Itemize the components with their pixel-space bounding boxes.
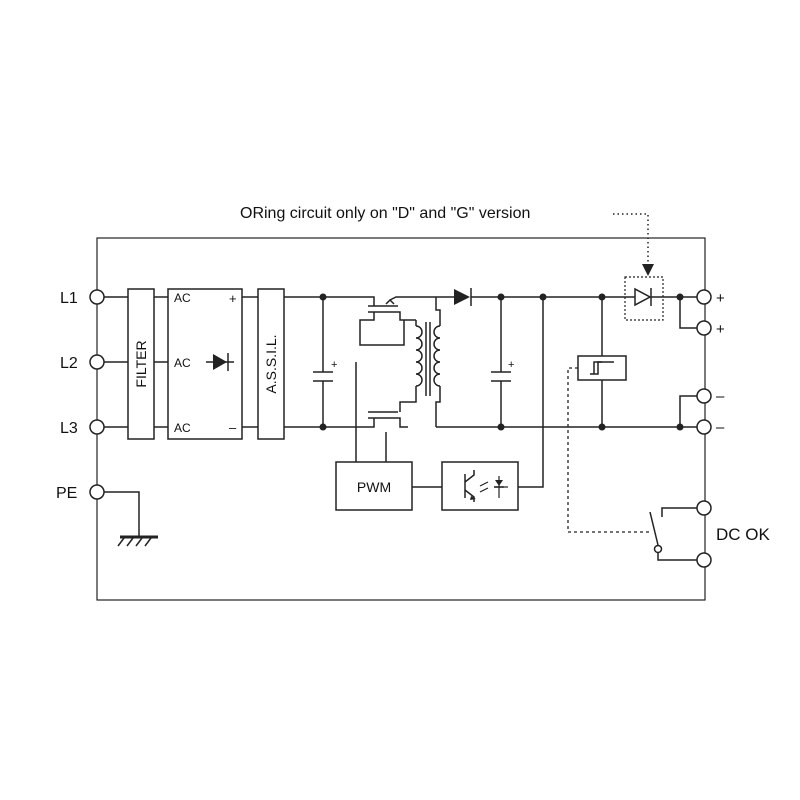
- terminal-out-minus-1: [696, 388, 712, 404]
- output-capacitor: [491, 297, 511, 427]
- terminal-label-l1: L1: [60, 290, 78, 307]
- terminal-label-l3: L3: [60, 420, 78, 437]
- out-plus-2-label: +: [716, 321, 725, 338]
- hysteresis-icon-2: [593, 361, 602, 374]
- terminal-l2: [89, 354, 105, 370]
- pwm-label: PWM: [357, 479, 391, 495]
- rectifier-ac-2: AC: [174, 356, 191, 370]
- relay-control-dashed: [567, 367, 650, 533]
- rectifier-diode-icon: [206, 353, 234, 371]
- enclosure-outline: [96, 237, 706, 601]
- output-diode-icon: [436, 288, 625, 306]
- out-minus-2-label: –: [716, 419, 725, 436]
- monitor-block: [577, 355, 627, 381]
- filter-label: FILTER: [133, 340, 149, 387]
- rectifier-block: [167, 288, 243, 440]
- terminal-pe: [89, 484, 105, 500]
- terminal-label-pe: PE: [56, 485, 77, 502]
- ground-symbol: [117, 535, 158, 547]
- wire-pe: [104, 491, 140, 536]
- feedback-wire: [518, 297, 544, 488]
- rectifier-minus: –: [229, 420, 237, 435]
- upper-mosfet-icon: [368, 296, 436, 321]
- oring-annotation: ORing circuit only on "D" and "G" versio…: [240, 205, 530, 222]
- terminal-dcok-1: [696, 500, 712, 516]
- oring-box: [624, 276, 664, 321]
- wire-out-minus2: [679, 395, 697, 427]
- oring-diode-icon: [625, 287, 697, 307]
- terminal-label-l2: L2: [60, 355, 78, 372]
- optocoupler-icon: [464, 470, 508, 502]
- oring-pointer-line: [613, 213, 654, 276]
- lower-mosfet-icon: [368, 401, 408, 428]
- assil-label: A.S.S.I.L.: [263, 334, 279, 393]
- transformer-secondary: [433, 297, 441, 427]
- terminal-out-plus-2: [696, 320, 712, 336]
- terminal-out-minus-2: [696, 419, 712, 435]
- assil-block: [257, 288, 285, 440]
- terminal-out-plus-1: [696, 289, 712, 305]
- rectifier-ac-1: AC: [174, 291, 191, 305]
- capacitor-1-plus: +: [331, 359, 337, 371]
- gate-wire-upper: [359, 312, 405, 346]
- wire-out-plus2: [679, 297, 697, 329]
- bulk-capacitor-1: [313, 297, 333, 427]
- pwm-block: [335, 461, 413, 511]
- rectifier-ac-3: AC: [174, 421, 191, 435]
- terminal-l1: [89, 289, 105, 305]
- terminal-dcok-2: [696, 552, 712, 568]
- transformer-primary: [408, 319, 423, 403]
- terminal-l3: [89, 419, 105, 435]
- filter-block: [127, 288, 155, 440]
- capacitor-2-plus: +: [508, 359, 514, 371]
- out-plus-1-label: +: [716, 290, 725, 307]
- out-minus-1-label: –: [716, 388, 725, 405]
- rectifier-plus: +: [229, 291, 237, 306]
- relay-contact-icon: [649, 507, 697, 561]
- dc-ok-label: DC OK: [716, 525, 771, 544]
